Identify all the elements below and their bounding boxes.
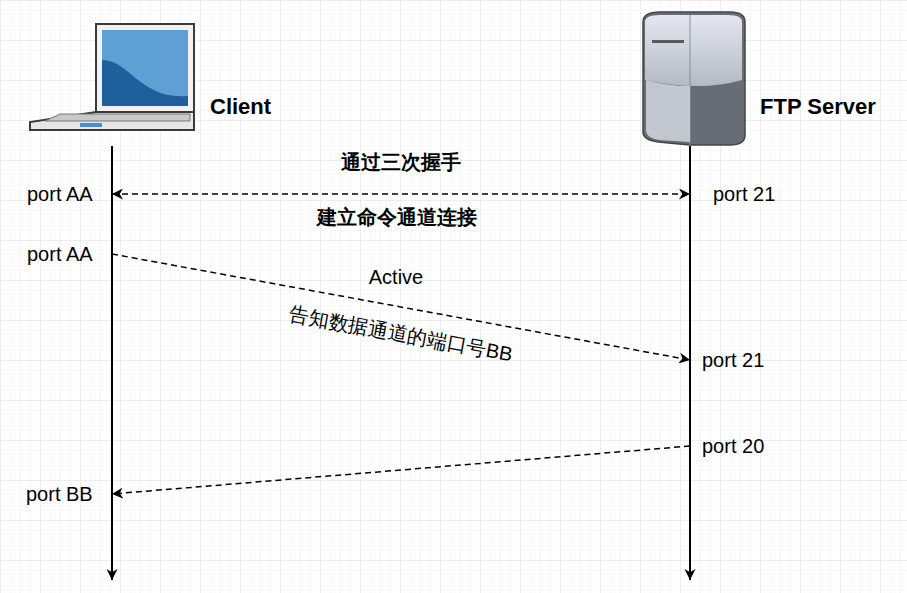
node-text: port AA [27,182,112,206]
port-label: port 21 [690,180,780,208]
node-text: Client [210,94,276,120]
server-icon [643,12,745,145]
client-lifeline [111,146,113,580]
annotation-text: 建立命令通道连接 [317,205,477,229]
annotation-text: Active [369,265,423,289]
server-lifeline [689,146,691,580]
actor-label: FTP Server [755,92,880,123]
node-text: port 21 [702,348,769,372]
port-label: port AA [23,180,112,208]
port-label: port BB [22,480,112,508]
node-text: port BB [26,482,112,506]
node-text: port AA [27,242,112,266]
node-text: FTP Server [760,94,880,120]
port-label: port 21 [690,346,769,374]
dashed-message-arrow [112,193,690,195]
node-text: port 21 [713,182,780,206]
port-label: port 20 [690,432,769,460]
actor-label: Client [205,92,276,123]
message-label: 告知数据通道的端口号BB [287,302,514,366]
port-label: port AA [23,240,112,268]
laptop-icon [30,24,194,130]
message-label: 通过三次握手 [341,150,461,174]
node-text: port 20 [702,434,769,458]
dashed-message-arrow [112,446,690,494]
